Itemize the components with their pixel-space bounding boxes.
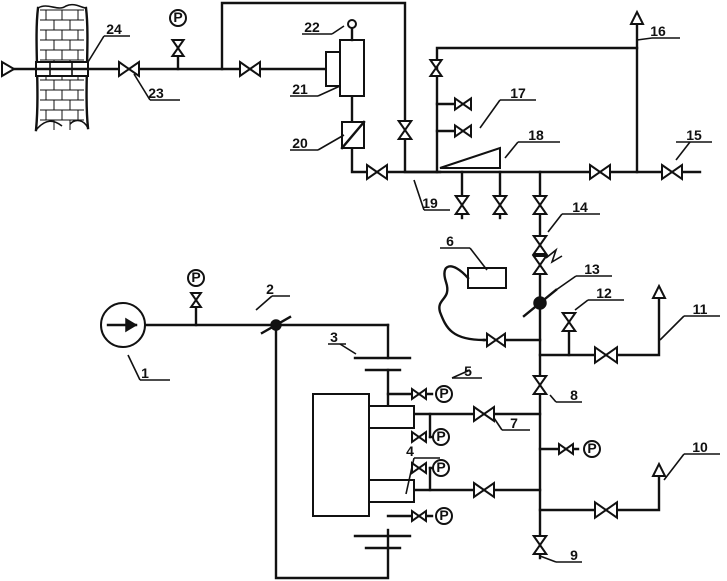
pressure-gauge-icon: P bbox=[169, 9, 187, 27]
valve-icon bbox=[594, 500, 618, 520]
pressure-gauge-icon: P bbox=[187, 269, 205, 287]
valve-icon bbox=[454, 96, 472, 112]
valve-icon bbox=[560, 312, 578, 332]
valve-icon bbox=[366, 163, 388, 181]
callout-label: 4 bbox=[406, 443, 414, 459]
valve-icon bbox=[594, 345, 618, 365]
svg-text:P: P bbox=[436, 428, 445, 444]
valve-icon bbox=[558, 442, 574, 456]
valve-icon bbox=[589, 163, 611, 181]
valve-icon bbox=[239, 60, 261, 78]
callout-label: 24 bbox=[106, 21, 122, 37]
callout-label: 21 bbox=[292, 81, 308, 97]
callout-label: 7 bbox=[510, 415, 518, 431]
vents bbox=[629, 9, 667, 477]
valve-icon bbox=[473, 481, 495, 499]
svg-text:P: P bbox=[587, 440, 596, 456]
vent-icon bbox=[651, 461, 667, 477]
valves bbox=[118, 39, 683, 555]
callout-label: 15 bbox=[686, 127, 702, 143]
brick-wall bbox=[34, 3, 90, 132]
junctions bbox=[260, 288, 558, 335]
callout-label: 9 bbox=[570, 547, 578, 563]
valve-icon bbox=[411, 461, 427, 475]
callout-label: 16 bbox=[650, 23, 666, 39]
svg-text:P: P bbox=[191, 269, 200, 285]
svg-text:P: P bbox=[439, 507, 448, 523]
callout-label: 20 bbox=[292, 135, 308, 151]
valve-icon bbox=[491, 195, 509, 215]
valve-icon bbox=[661, 163, 683, 181]
valve-icon bbox=[531, 235, 549, 255]
valve-icon bbox=[486, 331, 506, 349]
pressure-gauge-icon: P bbox=[432, 428, 450, 446]
callout-label: 8 bbox=[570, 387, 578, 403]
valve-icon bbox=[189, 292, 203, 308]
svg-text:P: P bbox=[439, 385, 448, 401]
callout-label: 3 bbox=[330, 329, 338, 345]
svg-text:P: P bbox=[173, 9, 182, 25]
callout-label: 12 bbox=[596, 285, 612, 301]
callout-label: 22 bbox=[304, 19, 320, 35]
callout-label: 17 bbox=[510, 85, 526, 101]
callout-label: 10 bbox=[692, 439, 708, 455]
vent-icon bbox=[651, 283, 667, 299]
filter-icon bbox=[340, 120, 366, 150]
valve-icon bbox=[454, 123, 472, 139]
valve-icon bbox=[411, 430, 427, 444]
callout-label: 6 bbox=[446, 233, 454, 249]
valve-icon bbox=[396, 120, 414, 140]
valve-icon bbox=[411, 509, 427, 523]
pressure-gauge-icon: P bbox=[583, 440, 601, 458]
callout-label: 13 bbox=[584, 261, 600, 277]
pressure-gauge-icon: P bbox=[432, 459, 450, 477]
valve-icon bbox=[453, 195, 471, 215]
thermometer-icon bbox=[347, 19, 357, 42]
callout-label: 11 bbox=[693, 301, 708, 317]
callout-label: 23 bbox=[148, 85, 164, 101]
pump-icon bbox=[100, 302, 146, 348]
callout-label: 2 bbox=[266, 281, 274, 297]
callout-label: 1 bbox=[141, 365, 149, 381]
callout-label: 14 bbox=[572, 199, 588, 215]
vessel-21 bbox=[325, 39, 365, 97]
callout-label: 19 bbox=[422, 195, 438, 211]
valve-icon bbox=[531, 255, 549, 275]
vent-icon bbox=[629, 9, 645, 25]
leader-lines bbox=[87, 25, 720, 563]
pressure-gauge-icon: P bbox=[435, 385, 453, 403]
svg-text:P: P bbox=[436, 459, 445, 475]
valve-icon bbox=[531, 195, 549, 215]
unit-4 bbox=[312, 393, 415, 550]
callout-label: 18 bbox=[528, 127, 544, 143]
inlet-arrow-icon bbox=[1, 60, 16, 78]
valve-icon bbox=[411, 387, 427, 401]
valve-icon bbox=[531, 375, 549, 395]
callout-label: 5 bbox=[464, 363, 472, 379]
valve-icon bbox=[428, 59, 444, 77]
pressure-gauge-icon: P bbox=[435, 507, 453, 525]
valve-icon bbox=[531, 535, 549, 555]
valve-icon bbox=[473, 405, 495, 423]
hose-loop bbox=[438, 265, 507, 342]
unit-3 bbox=[353, 356, 412, 372]
slope-18 bbox=[439, 146, 501, 169]
relief-mark bbox=[545, 247, 563, 264]
valve-icon bbox=[170, 39, 186, 57]
valve-icon bbox=[118, 60, 140, 78]
